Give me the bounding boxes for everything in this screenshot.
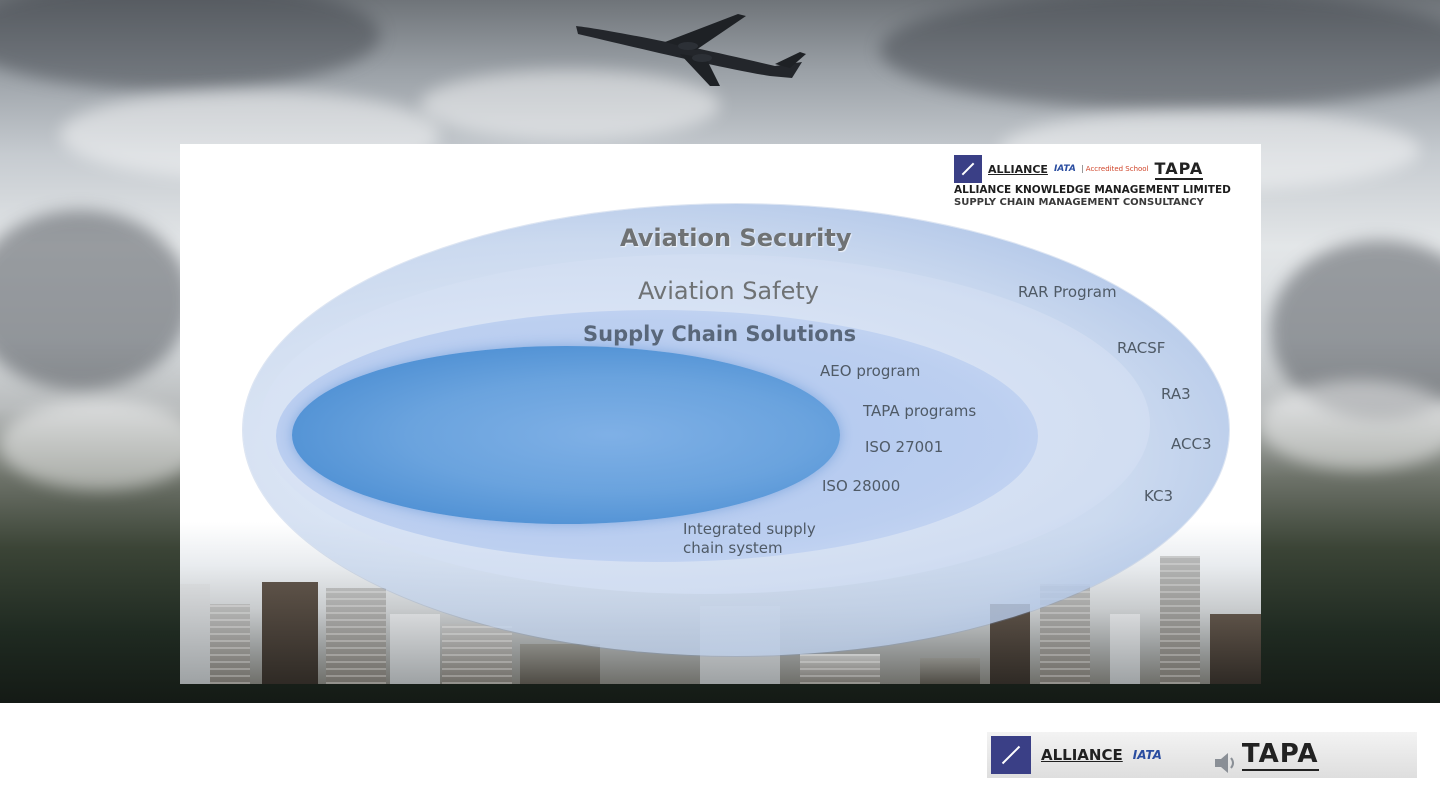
footer-tapa-logo: TAPA	[1241, 739, 1319, 771]
security-item-acc3: ACC3	[1171, 435, 1212, 453]
alliance-logo-icon	[954, 155, 982, 183]
speaker-icon[interactable]	[1213, 748, 1237, 778]
company-name: ALLIANCE KNOWLEDGE MANAGEMENT LIMITED	[954, 184, 1231, 196]
supply-chain-solutions-label: Supply Chain Solutions	[583, 322, 857, 346]
security-item-rar: RAR Program	[1018, 283, 1117, 301]
slide-panel: Aviation Security Aviation Safety Supply…	[180, 144, 1261, 684]
alliance-logo-icon	[991, 736, 1031, 774]
tapa-logo: TAPA	[1154, 158, 1204, 180]
footer-alliance-wordmark: ALLIANCE	[1041, 746, 1123, 764]
integrated-line-1: Integrated supply	[683, 520, 816, 538]
footer-logo: ALLIANCE IATA TAPA	[987, 732, 1417, 778]
security-item-ra3: RA3	[1161, 385, 1191, 403]
supply-item-aeo: AEO program	[820, 362, 921, 380]
core-ellipse	[292, 346, 840, 524]
iata-logo-icon: IATA	[1132, 748, 1162, 762]
security-item-kc3: KC3	[1144, 487, 1174, 505]
company-subtitle: SUPPLY CHAIN MANAGEMENT CONSULTANCY	[954, 197, 1204, 208]
security-item-racsf: RACSF	[1117, 339, 1166, 357]
integrated-line-2: chain system	[683, 539, 783, 557]
accredited-school-label: Accredited School	[1081, 165, 1149, 173]
airplane-icon	[576, 14, 806, 86]
alliance-wordmark: ALLIANCE	[988, 162, 1048, 176]
supply-item-iso27001: ISO 27001	[865, 438, 944, 456]
aviation-safety-label: Aviation Safety	[638, 277, 819, 305]
aviation-security-label: Aviation Security	[620, 224, 852, 252]
supply-item-iso28000: ISO 28000	[822, 477, 901, 495]
supply-item-tapa: TAPA programs	[863, 402, 977, 420]
header-logo: ALLIANCE IATA Accredited School TAPA ALL…	[954, 154, 1244, 214]
iata-logo-icon: IATA	[1053, 164, 1076, 174]
